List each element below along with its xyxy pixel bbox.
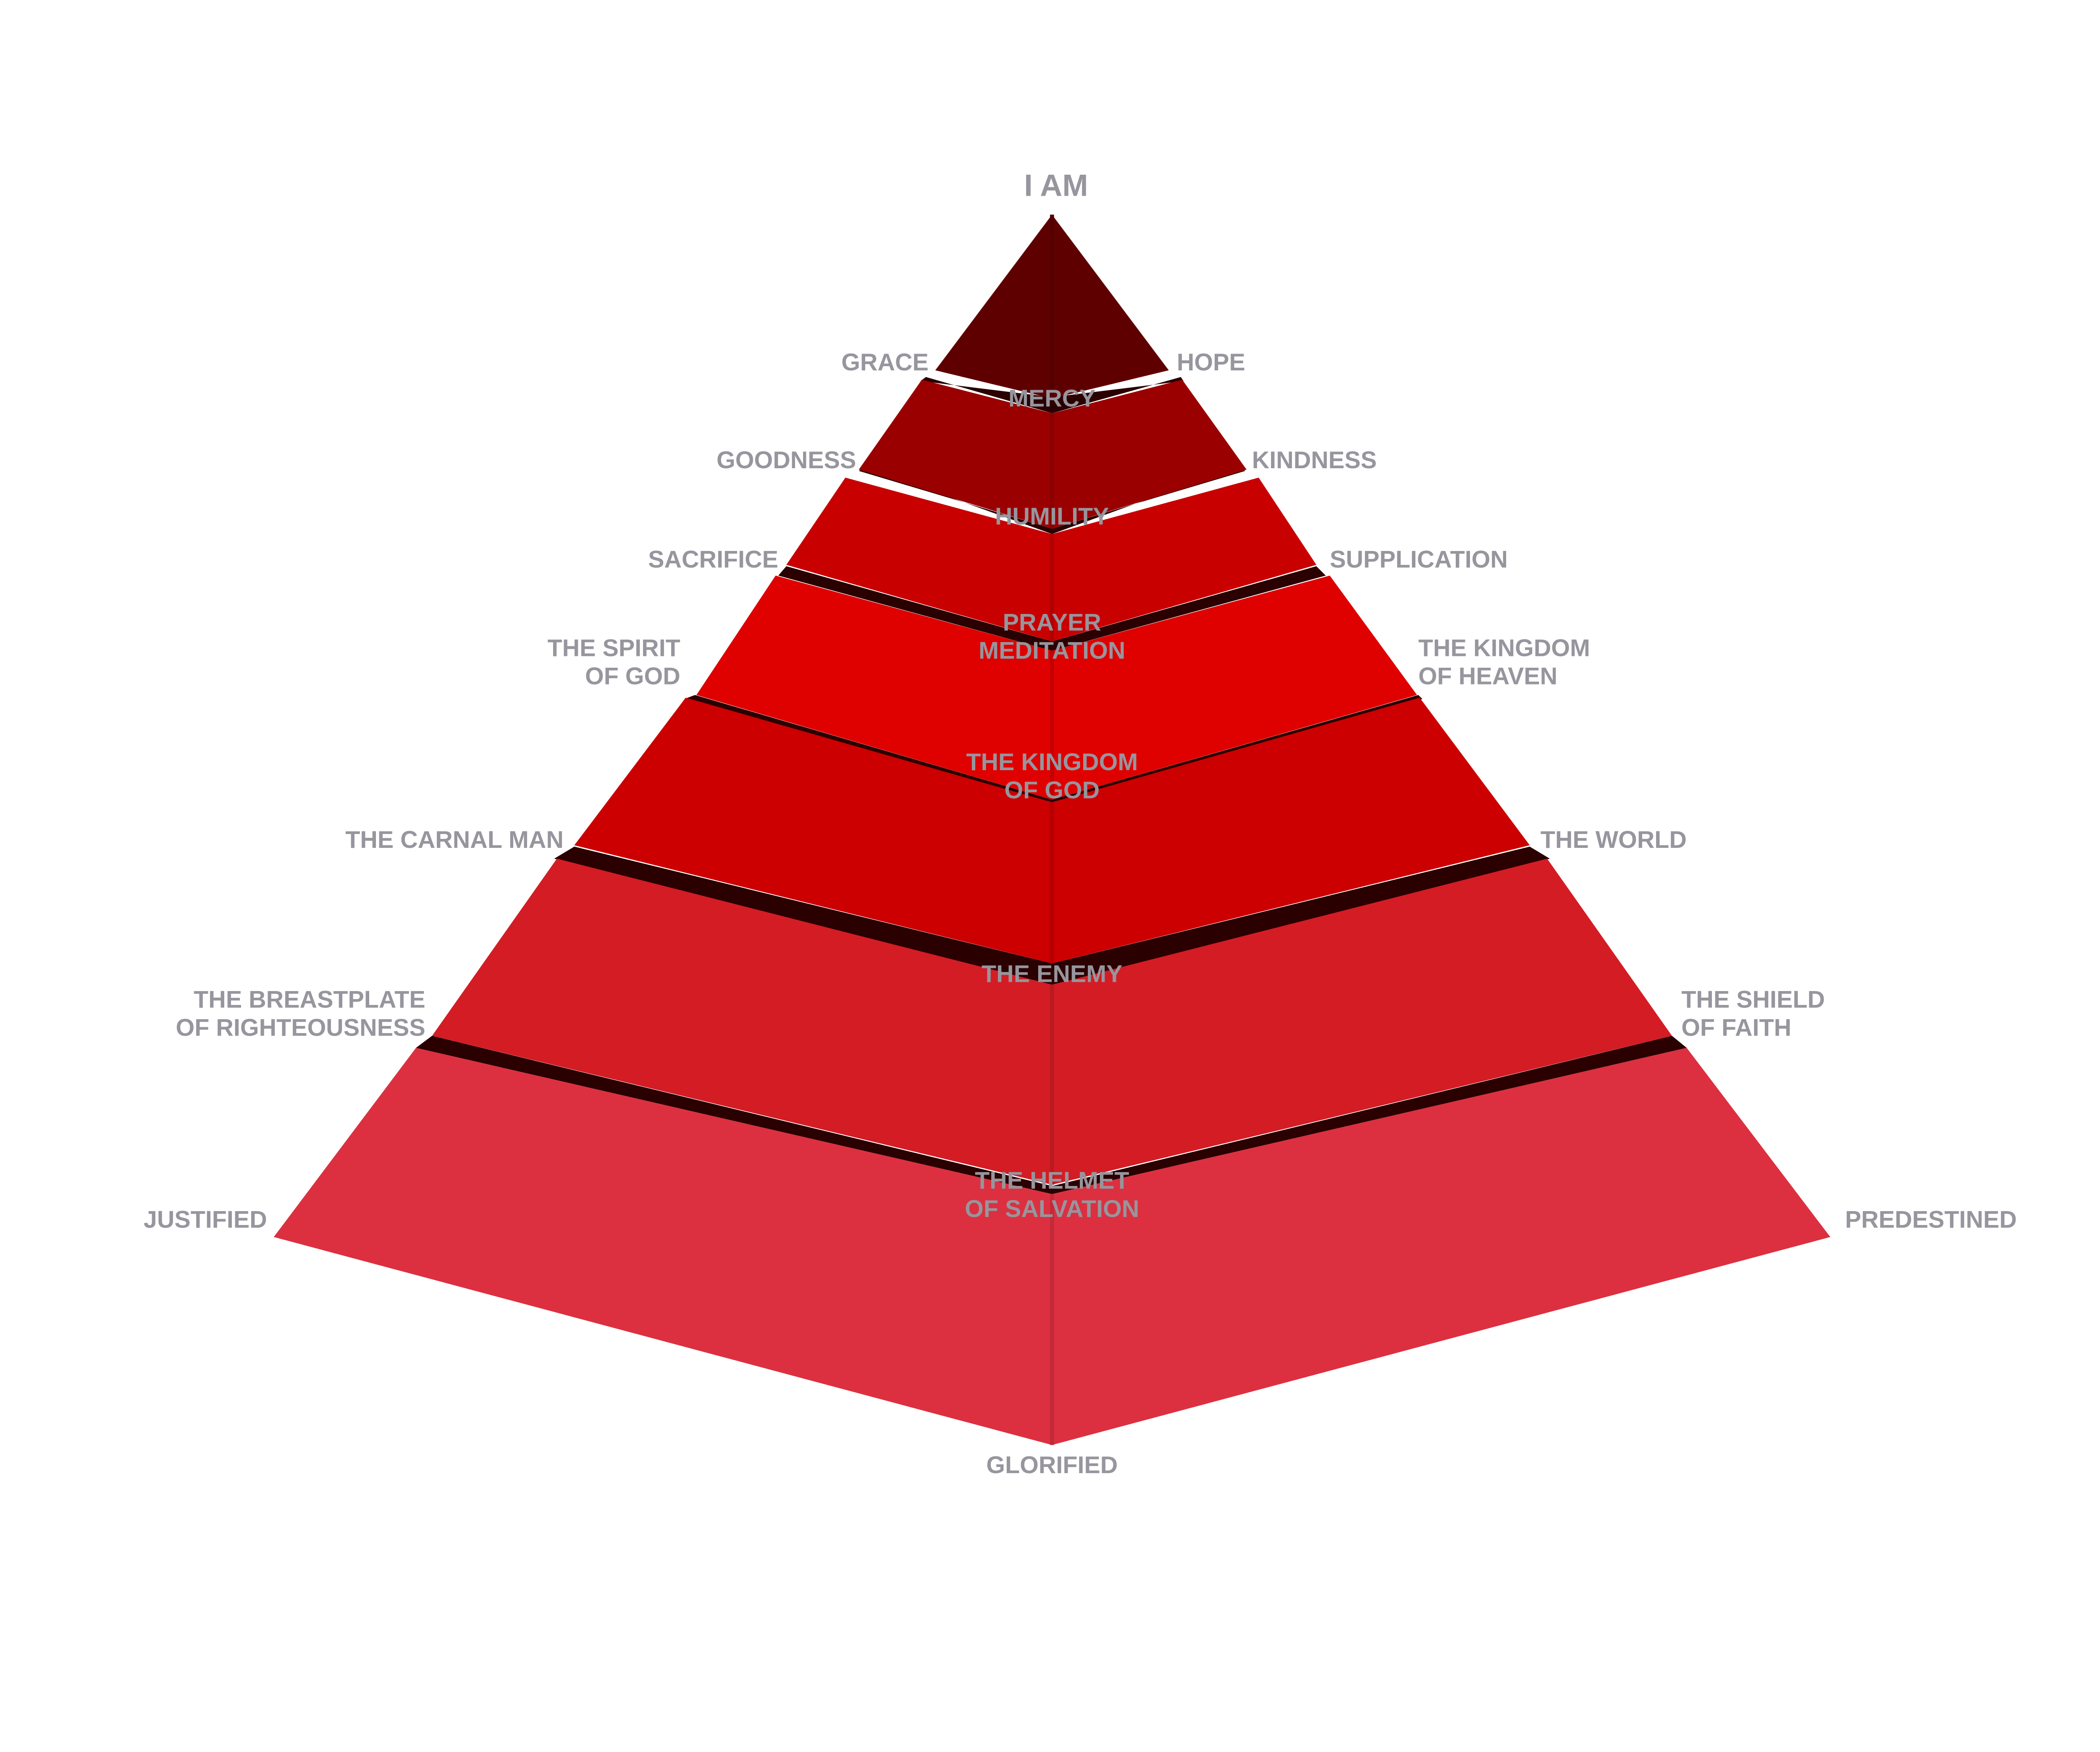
tier-6-left-face <box>432 858 1052 1185</box>
tier-4-center-label-line-1: THE KINGDOM <box>966 749 1138 776</box>
tier-7-right-face <box>1052 1048 1830 1445</box>
tier-5-right-label-line-1: THE WORLD <box>1541 826 1687 853</box>
tier-5-left-label: THE CARNAL MAN <box>345 826 564 853</box>
tier-4-right-label-line-1: THE KINGDOM <box>1418 635 1590 661</box>
pyramid-tiers <box>273 215 1830 1445</box>
tier-3-right-face <box>1052 477 1317 642</box>
tier-5-center-label-line-1: THE ENEMY <box>982 961 1122 988</box>
tier-2-right-face <box>1052 380 1247 529</box>
tier-3-center-label-line-1: PRAYER <box>1003 609 1101 636</box>
tier-1-left-label: GRACE <box>841 349 929 376</box>
tier-7-left-label: JUSTIFIED <box>144 1206 267 1233</box>
tier-4-center-label-line-2: OF GOD <box>1004 777 1100 804</box>
tier-1-right-label: HOPE <box>1177 349 1245 376</box>
tier-5-right-face <box>1052 698 1530 963</box>
tier-6-center-label-line-2: OF SALVATION <box>965 1196 1139 1222</box>
apex-label: I AM <box>1024 168 1088 202</box>
tier-6-right-label-line-1: THE SHIELD <box>1681 986 1825 1013</box>
pyramid-tier-7 <box>273 1048 1830 1445</box>
pyramid-tier-4 <box>696 575 1417 800</box>
tier-7-right-label: PREDESTINED <box>1845 1206 2017 1233</box>
tier-5-right-label: THE WORLD <box>1541 826 1687 853</box>
tier-3-left-face <box>786 477 1052 642</box>
tier-4-right-face <box>1052 575 1417 800</box>
tier-4-left-face <box>696 575 1052 800</box>
tier-2-left-face <box>858 380 1052 529</box>
tier-6-right-face <box>1052 858 1672 1185</box>
tier-2-center-label: HUMILITY <box>995 503 1109 530</box>
tier-7-right-label-line-1: PREDESTINED <box>1845 1206 2017 1233</box>
tier-6-right-label-line-2: OF FAITH <box>1681 1014 1791 1041</box>
tier-3-center-label-line-2: MEDITATION <box>979 637 1125 664</box>
pyramid-tier-2 <box>858 380 1247 529</box>
tier-5-left-face <box>574 698 1052 963</box>
tier-4-left-label-line-2: OF GOD <box>585 663 680 690</box>
pyramid-tier-3 <box>786 477 1317 642</box>
tier-6-left-label-line-1: THE BREASTPLATE <box>194 986 425 1013</box>
tier-6-center-label-line-1: THE HELMET <box>975 1167 1129 1194</box>
tier-6-left-label-line-2: OF RIGHTEOUSNESS <box>176 1014 425 1041</box>
tier-5-left-label-line-1: THE CARNAL MAN <box>345 826 564 853</box>
tier-2-left-label: GOODNESS <box>717 447 856 474</box>
pyramid-tier-5 <box>574 698 1530 963</box>
tier-2-right-label: KINDNESS <box>1252 447 1377 474</box>
bottom-label: GLORIFIED <box>986 1452 1118 1479</box>
tier-3-left-label-line-1: SACRIFICE <box>648 546 778 573</box>
tier-2-center-label-line-1: HUMILITY <box>995 503 1109 530</box>
tier-7-left-face <box>273 1048 1052 1445</box>
tier-3-left-label: SACRIFICE <box>648 546 778 573</box>
tier-3-right-label-line-1: SUPPLICATION <box>1330 546 1508 573</box>
tier-1-center-label-line-1: MERCY <box>1008 385 1096 412</box>
tier-1-center-label: MERCY <box>1008 385 1096 412</box>
tier-2-right-label-line-1: KINDNESS <box>1252 447 1377 474</box>
tier-7-left-label-line-1: JUSTIFIED <box>144 1206 267 1233</box>
tier-gap-shadows <box>416 377 1687 1194</box>
tier-5-center-label: THE ENEMY <box>982 961 1122 988</box>
tier-1-right-label-line-1: HOPE <box>1177 349 1245 376</box>
tier-2-left-label-line-1: GOODNESS <box>717 447 856 474</box>
tier-1-left-label-line-1: GRACE <box>841 349 929 376</box>
tier-1-right-face <box>1052 215 1169 399</box>
tier-1-left-face <box>935 215 1052 399</box>
pyramid-tier-6 <box>432 858 1672 1185</box>
tier-4-left-label-line-1: THE SPIRIT <box>548 635 680 661</box>
tier-gap-shadow-1 <box>920 377 1184 414</box>
pyramid-tier-1 <box>935 215 1169 399</box>
tier-4-right-label-line-2: OF HEAVEN <box>1418 663 1557 690</box>
tier-3-right-label: SUPPLICATION <box>1330 546 1508 573</box>
pyramid-labels: I AM GLORIFIED GRACE HOPE MERCY GOODNESS KINDN… <box>144 168 2017 1479</box>
